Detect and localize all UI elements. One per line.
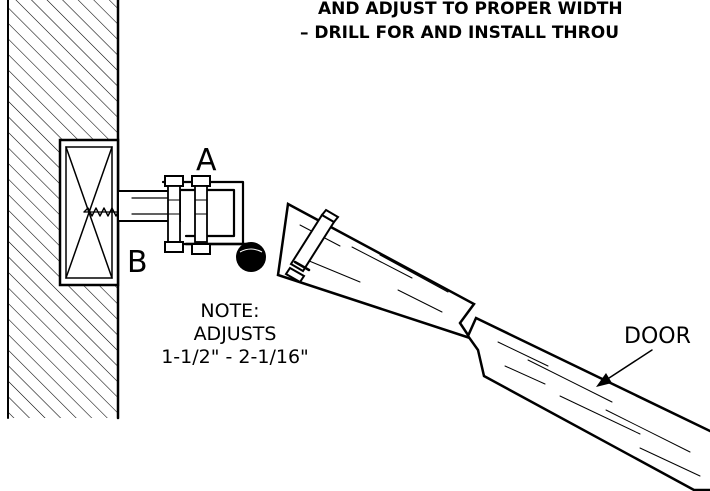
pivot-pin xyxy=(236,242,266,272)
adjustment-note: NOTE: ADJUSTS 1-1/2" - 2-1/16" xyxy=(161,300,309,368)
door-lower-segment xyxy=(466,316,710,491)
note-line-2: 1-1/2" - 2-1/16" xyxy=(161,346,309,368)
door-leader-arrow xyxy=(596,349,653,387)
label-a: A xyxy=(196,143,217,178)
header-line-2: – DRILL FOR AND INSTALL THROU xyxy=(300,23,619,43)
header-line-1: AND ADJUST TO PROPER WIDTH xyxy=(318,0,623,19)
adjustment-bolt-2 xyxy=(191,175,211,255)
note-title: NOTE: xyxy=(200,300,259,322)
adjustment-bolt-1 xyxy=(164,175,184,253)
door-label: DOOR xyxy=(624,324,691,349)
label-b: B xyxy=(127,245,148,280)
door-upper-segment xyxy=(276,202,476,341)
hinge-bracket xyxy=(117,180,252,246)
note-line-1: ADJUSTS xyxy=(194,323,277,345)
door-bolt xyxy=(284,208,340,284)
